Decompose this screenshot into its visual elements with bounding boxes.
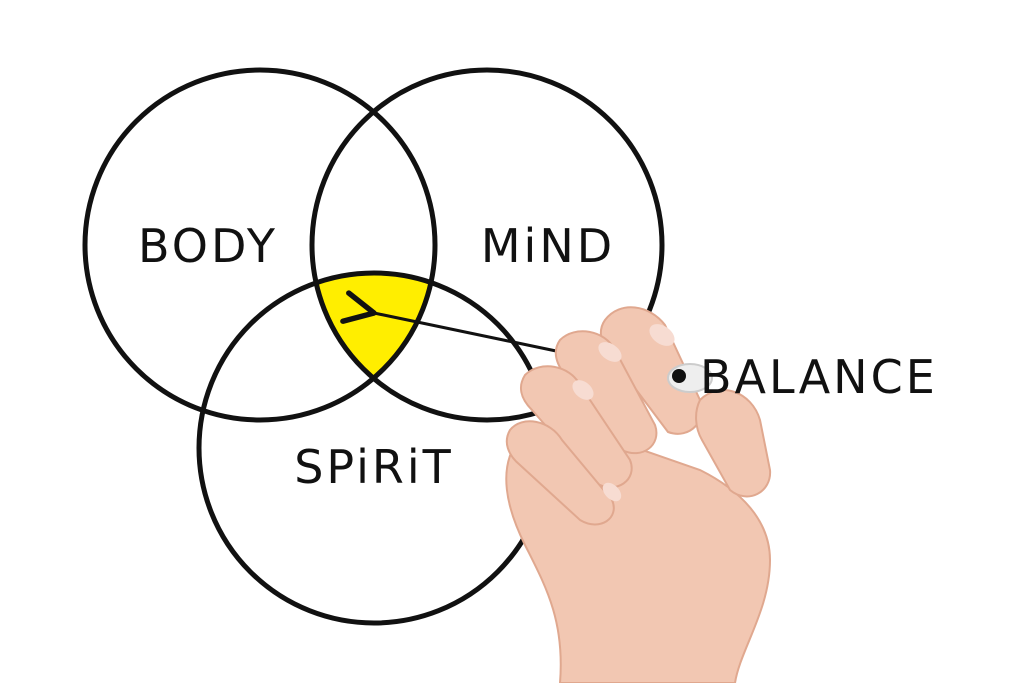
body-circle — [82, 67, 438, 423]
mind-label: MiND — [481, 219, 615, 273]
body-label: BODY — [138, 219, 278, 273]
spirit-label: SPiRiT — [294, 440, 454, 494]
balance-label: BALANCE — [700, 350, 938, 404]
hand-holding-marker-icon — [505, 306, 772, 683]
mind-circle — [309, 67, 665, 423]
marker-tip-icon — [667, 363, 713, 393]
